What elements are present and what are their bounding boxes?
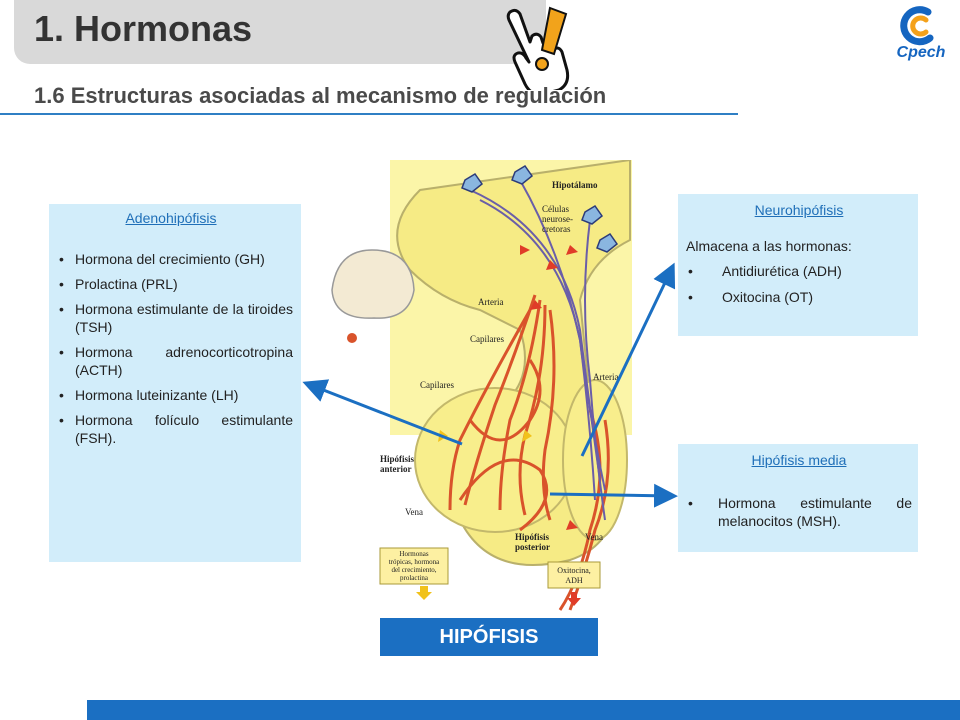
output-right-2: ADH [565, 576, 583, 585]
list-item: Hormona folículo estimulante (FSH). [49, 411, 293, 447]
output-box-left [379, 547, 449, 585]
adenohipofisis-list: Hormona del crecimiento (GH) Prolactina … [49, 250, 293, 447]
pituitary-diagram: Hipotálamo Células neurose- cretoras Art… [331, 160, 632, 611]
hipofisis-media-box: Hipófisis media Hormona estimulante de m… [678, 444, 918, 552]
list-item: Hormona estimulante de melanocitos (MSH)… [686, 494, 912, 530]
section-subtitle: 1.6 Estructuras asociadas al mecanismo d… [34, 83, 607, 108]
output-left-1: Hormonas [399, 550, 428, 558]
footer-bar [87, 700, 960, 720]
subtitle-divider [0, 113, 738, 115]
label-celulas-3: cretoras [542, 224, 571, 234]
label-anterior-1: Hipófisis [380, 454, 415, 464]
list-item: Hormona adrenocorticotropina (ACTH) [49, 343, 293, 379]
page-title: 1. Hormonas [34, 8, 253, 49]
hipofisis-label: HIPÓFISIS [380, 618, 598, 656]
output-left-2: trópicas, hormona [389, 558, 440, 566]
label-vena-left: Vena [405, 507, 423, 517]
label-celulas-2: neurose- [542, 214, 573, 224]
output-left-3: del crecimiento, [391, 566, 436, 574]
pointing-hand-icon [506, 6, 570, 90]
output-right-arrow [567, 592, 581, 606]
output-box-right [547, 561, 601, 589]
output-right-1: Oxitocina, [557, 566, 591, 575]
neurohipofisis-title: Neurohipófisis [754, 202, 844, 218]
neurohipofisis-intro: Almacena a las hormonas: [686, 238, 852, 254]
label-arteria-top: Arteria [478, 297, 503, 307]
logo-text: Cpech [896, 44, 946, 61]
mini-brain-icon [331, 249, 415, 343]
list-item: Antidiurética (ADH) [686, 262, 912, 280]
label-celulas-1: Células [542, 204, 569, 214]
title-banner [14, 0, 546, 64]
hipofisis-media-title: Hipófisis media [751, 452, 847, 468]
label-hipotalamo: Hipotálamo [552, 180, 598, 190]
list-item: Hormona luteinizante (LH) [49, 386, 293, 404]
label-capilares-mid: Capilares [420, 380, 454, 390]
flow-arrows [520, 245, 578, 530]
label-posterior-1: Hipófisis [515, 532, 550, 542]
list-item: Oxitocina (OT) [686, 288, 912, 306]
label-anterior-2: anterior [380, 464, 412, 474]
label-arteria-right: Arteria [593, 372, 618, 382]
list-item: Prolactina (PRL) [49, 275, 293, 293]
adenohipofisis-title: Adenohipófisis [125, 210, 217, 226]
label-posterior-2: posterior [515, 542, 550, 552]
hipofisis-media-list: Hormona estimulante de melanocitos (MSH)… [686, 494, 912, 530]
adenohipofisis-box: Adenohipófisis Hormona del crecimiento (… [49, 204, 301, 562]
cpech-logo: Cpech [888, 6, 954, 66]
neurosecretory-cells [461, 164, 619, 253]
label-capilares-top: Capilares [470, 334, 504, 344]
neurohipofisis-box: Neurohipófisis Almacena a las hormonas: … [678, 194, 918, 336]
output-left-4: prolactina [400, 574, 429, 582]
output-left-arrow [416, 586, 432, 600]
label-vena-right: Vena [585, 532, 603, 542]
list-item: Hormona del crecimiento (GH) [49, 250, 293, 268]
neurohipofisis-list: Antidiurética (ADH) Oxitocina (OT) [686, 262, 912, 306]
list-item: Hormona estimulante de la tiroides (TSH) [49, 300, 293, 336]
cpech-logo-mark [900, 6, 934, 46]
